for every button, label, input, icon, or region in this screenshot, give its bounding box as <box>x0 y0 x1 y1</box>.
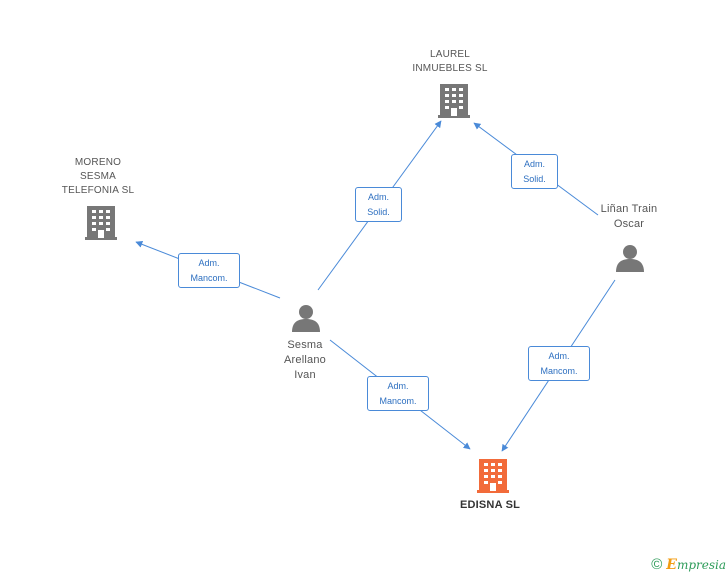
label-line: INMUEBLES SL <box>412 63 488 74</box>
edge-tag-sesma-moreno[interactable]: Adm. Mancom. <box>178 253 240 288</box>
company-label-laurel[interactable]: LAUREL INMUEBLES SL <box>395 48 505 76</box>
person-label-sesma[interactable]: Sesma Arellano Ivan <box>255 338 355 383</box>
company-label-edisna[interactable]: EDISNA SL <box>435 498 545 512</box>
edge-role: Adm. <box>367 192 389 202</box>
label-line: Liñan Train <box>600 203 658 215</box>
edge-role: Adm. <box>523 159 545 169</box>
edge-role-type: Mancom. <box>190 273 228 283</box>
edge-role-type: Solid. <box>523 174 546 184</box>
person-icon[interactable] <box>291 304 321 332</box>
label-line: TELEFONIA SL <box>61 185 135 196</box>
edge-role-type: Solid. <box>367 207 390 217</box>
label-line: Ivan <box>294 369 316 381</box>
copyright-icon: © <box>651 556 663 573</box>
person-label-linan[interactable]: Liñan Train Oscar <box>579 202 679 232</box>
edge-role: Adm. <box>198 258 220 268</box>
edge-role-type: Mancom. <box>540 366 578 376</box>
footer-brand: © Empresia <box>651 556 726 573</box>
person-icon[interactable] <box>615 244 645 272</box>
label-line: MORENO <box>74 157 122 168</box>
building-icon[interactable] <box>438 84 470 118</box>
brand-initial: E <box>666 556 677 573</box>
label-line: SESMA <box>79 171 116 182</box>
company-label-moreno[interactable]: MORENO SESMA TELEFONIA SL <box>43 156 153 198</box>
edge-tag-linan-laurel[interactable]: Adm. Solid. <box>511 154 558 189</box>
label-line: EDISNA SL <box>459 499 521 511</box>
label-line: Sesma <box>287 339 323 351</box>
edge-tag-sesma-edisna[interactable]: Adm. Mancom. <box>367 376 429 411</box>
edge-role: Adm. <box>387 381 409 391</box>
label-line: Oscar <box>613 218 645 230</box>
edge-tag-sesma-laurel[interactable]: Adm. Solid. <box>355 187 402 222</box>
building-icon[interactable] <box>477 459 509 493</box>
edge-role-type: Mancom. <box>379 396 417 406</box>
brand-logo[interactable]: Empresia <box>666 557 726 573</box>
label-line: LAUREL <box>429 49 471 60</box>
brand-rest: mpresia <box>676 557 726 572</box>
label-line: Arellano <box>284 354 326 366</box>
edge-tag-linan-edisna[interactable]: Adm. Mancom. <box>528 346 590 381</box>
building-icon[interactable] <box>85 206 117 240</box>
edge-role: Adm. <box>548 351 570 361</box>
